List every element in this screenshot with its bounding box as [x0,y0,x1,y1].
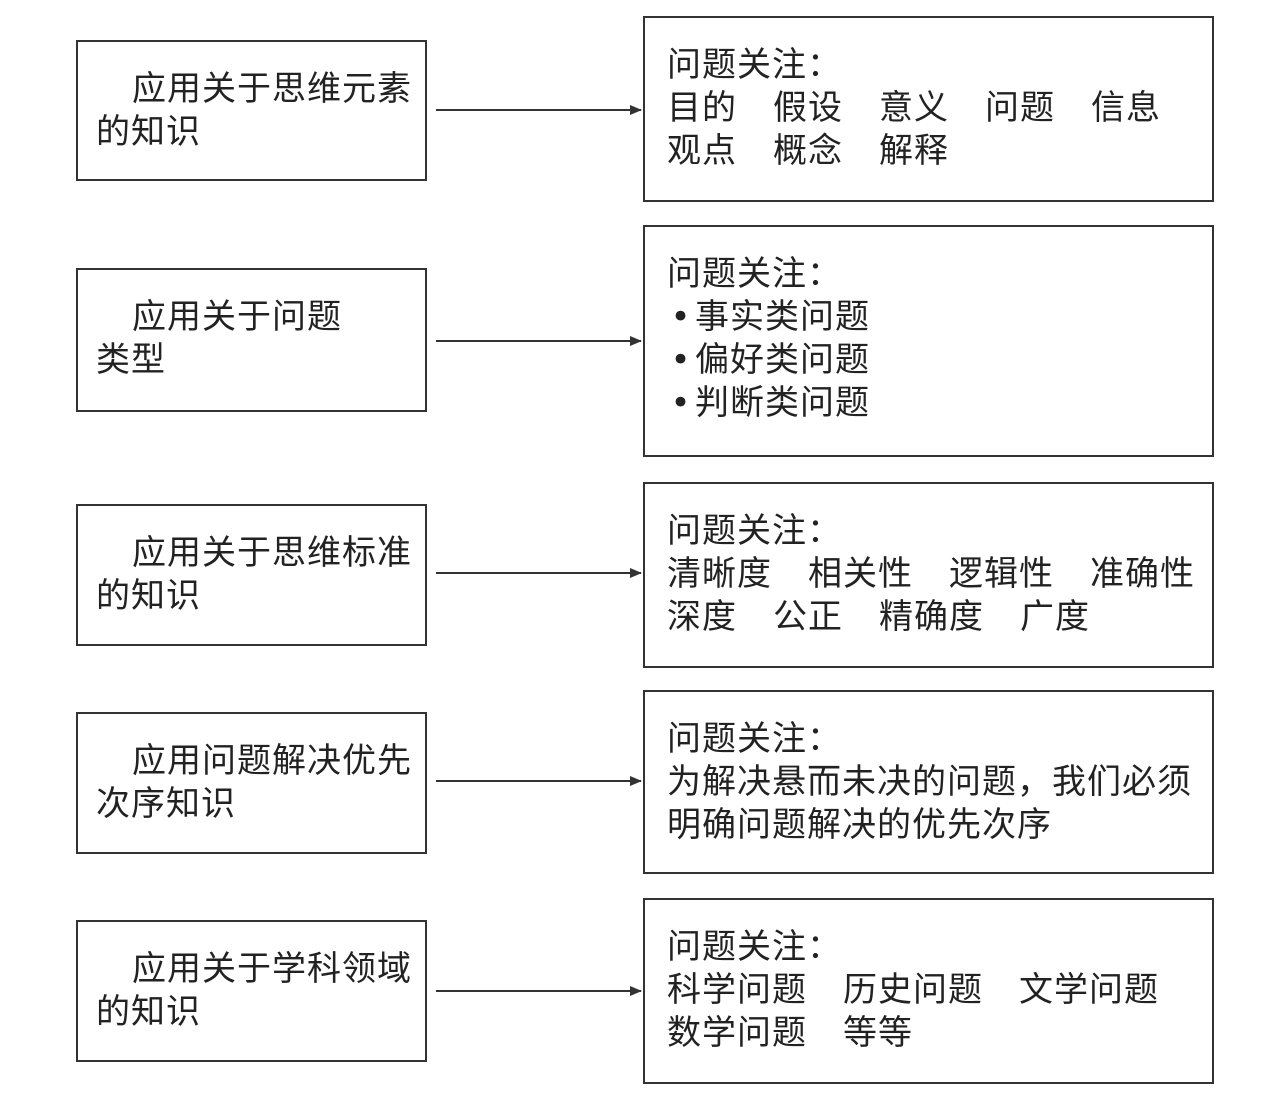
bullet-item: •事实类问题 [667,296,1204,339]
focus-heading: 问题关注： [667,254,842,294]
bullet-item: •偏好类问题 [667,339,1204,382]
focus-term: 意义 [879,88,949,128]
focus-text-line: 为解决悬而未决的问题，我们必须 [667,762,1192,802]
focus-term: 文学问题 [1019,970,1159,1010]
focus-term: 数学问题 [667,1013,807,1053]
bullet-dot-icon: • [670,340,692,380]
focus-term: 公正 [773,597,843,637]
knowledge-box-label: 应用关于问题 类型 [96,297,342,380]
knowledge-box-label: 应用关于学科领域 的知识 [96,949,412,1032]
focus-term: 目的 [667,88,737,128]
focus-line: 目的假设意义问题信息 [667,87,1204,130]
focus-term: 等等 [843,1013,913,1053]
focus-term: 广度 [1020,597,1090,637]
focus-term: 历史问题 [843,970,983,1010]
focus-heading: 问题关注： [667,927,842,967]
focus-text-line: 明确问题解决的优先次序 [667,805,1052,845]
focus-heading: 问题关注： [667,719,842,759]
focus-term: 假设 [773,88,843,128]
knowledge-box-label: 应用关于思维元素 的知识 [96,69,412,152]
focus-box-standards: 问题关注： 清晰度相关性逻辑性准确性 深度公正精确度广度 [643,482,1214,668]
focus-term: 清晰度 [667,554,772,594]
focus-line: 清晰度相关性逻辑性准确性 [667,553,1204,596]
focus-box-content: 问题关注： 清晰度相关性逻辑性准确性 深度公正精确度广度 [667,510,1204,639]
focus-box-priorities: 问题关注： 为解决悬而未决的问题，我们必须 明确问题解决的优先次序 [643,690,1214,874]
focus-term: 解释 [879,131,949,171]
focus-box-question-types: 问题关注： •事实类问题 •偏好类问题 •判断类问题 [643,225,1214,457]
focus-term: 问题 [985,88,1055,128]
focus-term: 概念 [773,131,843,171]
focus-box-content: 问题关注： 科学问题历史问题文学问题 数学问题等等 [667,926,1204,1055]
focus-term: 信息 [1091,88,1161,128]
knowledge-box-disciplines: 应用关于学科领域 的知识 [76,920,427,1062]
knowledge-box-label: 应用关于思维标准 的知识 [96,533,412,616]
focus-box-content: 问题关注： 目的假设意义问题信息 观点概念解释 [667,44,1204,173]
focus-line: 观点概念解释 [667,130,1204,173]
bullet-item: •判断类问题 [667,382,1204,425]
focus-heading: 问题关注： [667,45,842,85]
focus-term: 科学问题 [667,970,807,1010]
focus-box-elements: 问题关注： 目的假设意义问题信息 观点概念解释 [643,16,1214,202]
focus-line: 数学问题等等 [667,1012,1204,1055]
knowledge-box-label: 应用问题解决优先 次序知识 [96,741,412,824]
knowledge-box-question-types: 应用关于问题 类型 [76,268,427,412]
knowledge-box-standards: 应用关于思维标准 的知识 [76,504,427,646]
focus-term: 精确度 [879,597,984,637]
focus-term: 深度 [667,597,737,637]
focus-heading: 问题关注： [667,511,842,551]
bullet-dot-icon: • [670,383,692,423]
focus-box-disciplines: 问题关注： 科学问题历史问题文学问题 数学问题等等 [643,898,1214,1084]
focus-box-content: 问题关注： •事实类问题 •偏好类问题 •判断类问题 [667,253,1204,425]
bullet-dot-icon: • [670,297,692,337]
focus-line: 科学问题历史问题文学问题 [667,969,1204,1012]
focus-box-content: 问题关注： 为解决悬而未决的问题，我们必须 明确问题解决的优先次序 [667,718,1204,847]
focus-term: 相关性 [808,554,913,594]
focus-term: 观点 [667,131,737,171]
focus-term: 准确性 [1090,554,1195,594]
knowledge-box-priorities: 应用问题解决优先 次序知识 [76,712,427,854]
focus-term: 逻辑性 [949,554,1054,594]
focus-line: 深度公正精确度广度 [667,596,1204,639]
knowledge-box-elements: 应用关于思维元素 的知识 [76,40,427,181]
